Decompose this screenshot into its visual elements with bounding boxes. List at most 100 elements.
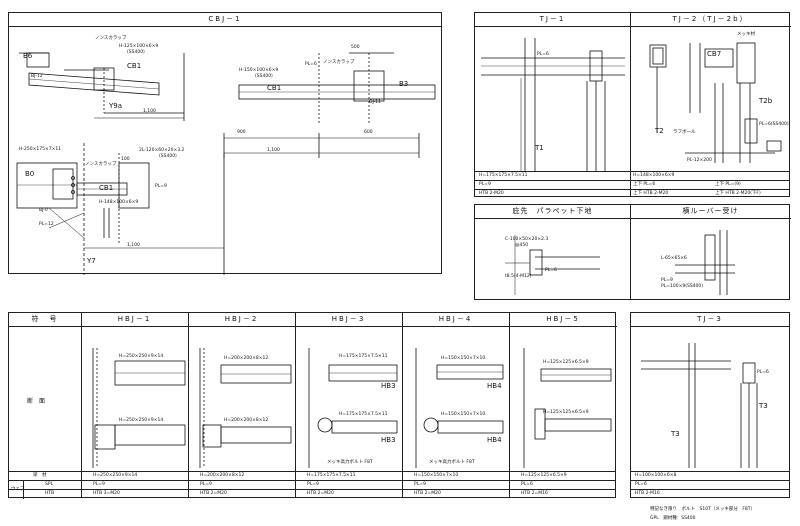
louver-label1: L-65×65×6 [661, 256, 687, 261]
eaves-label3: PL=6 [545, 268, 557, 273]
dim-1100-c: 1,100 [127, 243, 140, 248]
hbj1-spl: PL=9 [93, 482, 105, 487]
spec-h148: H-148×100×6×9 [99, 200, 139, 205]
footer-note-1: 特記なき限り ボルト S10T（メッキ部分 F8T） [650, 507, 756, 512]
eaves-louver-drawing [505, 230, 735, 295]
footer-note-2: GPL 鋼材種：SS400 [650, 516, 696, 521]
nonscale-1: ノンスカラップ [95, 36, 127, 41]
dim-500: 500 [351, 45, 360, 50]
tj12-rows-top [475, 171, 789, 172]
tj2-row3b: 上下 HTB 2-M20(下F) [715, 191, 761, 196]
hbj5-htb: HTB 2=M16 [521, 491, 548, 496]
nonscale-2: ノンスカラップ [323, 60, 355, 65]
tj3-row3: HTB 2-M16 [635, 491, 660, 496]
tj2-row3: 上下 HTB 2-M20 [633, 191, 669, 196]
tj12-drawing [481, 38, 782, 171]
dim-1100-a: 1,100 [143, 109, 156, 114]
hbj3-spl: PL=9 [307, 482, 319, 487]
tj1-row2: PL=9 [479, 182, 491, 187]
label-gj11: GJ-11 [369, 100, 382, 105]
spec-ss400-c: (SS400) [159, 154, 177, 159]
tj2-title: TJ－2（TJ－2b） [630, 13, 791, 27]
tj12-divider [630, 13, 631, 196]
tj1-row1: H=175×175×7.5×11 [479, 173, 528, 178]
hbj-table: 符 号 HBJ－1 HBJ－2 HBJ－3 HBJ－4 HBJ－5 断 面 梁 … [8, 312, 617, 499]
cbj1-panel: CBJ－1 [8, 12, 442, 275]
tj1-row3: HTB 2-M20 [479, 191, 504, 196]
hbj-col-5: HBJ－5 [509, 313, 617, 327]
louver-label3: PL=100×9(SS400) [661, 284, 704, 289]
dim-600: 600 [364, 130, 373, 135]
tj3-drawing [641, 343, 758, 468]
dim-100: 100 [121, 157, 130, 162]
tj2-row1: H=148×100×6×9 [633, 173, 675, 178]
tj2-t2: T2 [655, 127, 664, 135]
spec-ss400-b: (SS400) [255, 74, 273, 79]
tj2-cb7: CB7 [707, 50, 722, 58]
tj12-panel: TJ－1 TJ－2（TJ－2b） [474, 12, 791, 197]
label-bj0: BJ-0 [39, 208, 48, 213]
tj2-t2b: T2b [759, 97, 773, 105]
eaves-label4: t8.5(4-M12) [505, 274, 532, 279]
hbj2-member: H=200×200×8×12 [200, 473, 245, 478]
spec-pl6: PL=6 [305, 62, 317, 67]
hbj1-spec-bot: H=250×250×9×14 [119, 418, 164, 423]
eaves-label2: @450 [515, 243, 529, 248]
hbj-htb-label: HTB [45, 491, 55, 496]
cbj1-drawing [16, 52, 436, 275]
hbj4-spec-bot: H=150×150×7×10 [441, 412, 486, 417]
dim-900: 900 [237, 130, 246, 135]
hbj3-hb3-bot: HB3 [381, 436, 396, 444]
hbj3-spec-bot: H=175×175×7.5×11 [339, 412, 388, 417]
hbj4-member: H=150×150×7×10 [414, 473, 459, 478]
hbj-section-label: 断 面 [27, 398, 46, 405]
hbj5-spl: PL=6 [521, 482, 533, 487]
hbj1-htb: HTB 3=M20 [93, 491, 120, 496]
label-b6: B6 [23, 52, 33, 60]
tj3-title: TJ－3 [631, 313, 789, 327]
hbj1-member: H=250×250×9×14 [93, 473, 138, 478]
hbj4-hb4-top: HB4 [487, 382, 502, 390]
tj1-pl6: PL=6 [537, 52, 549, 57]
label-y9a: Y9a [109, 102, 123, 110]
louver-title: 横ルーバー受け [630, 205, 791, 219]
hbj4-hb4-bot: HB4 [487, 436, 502, 444]
hbj5-member: H=125×125×6.5×9 [521, 473, 567, 478]
dim-1100-b: 1,100 [267, 148, 280, 153]
tj2-note2: ラフボール [673, 130, 696, 135]
label-y7: Y7 [87, 257, 96, 265]
hbj2-spec-bot: H=200×200×8×12 [224, 418, 269, 423]
tj1-t1: T1 [535, 144, 544, 152]
label-bj12: BJ-12 [31, 74, 43, 79]
spec-h150: H-150×100×6×9 [239, 68, 279, 73]
label-cb1-right: CB1 [267, 84, 282, 92]
label-b0: B0 [25, 170, 35, 178]
tj3-t3-right: T3 [759, 402, 768, 410]
hbj2-spl: PL=9 [200, 482, 212, 487]
nonscale-3: ノンスカラップ [85, 162, 117, 167]
spec-h125: H-125×100×6×9 [119, 44, 159, 49]
hbj4-spl: PL=9 [414, 482, 426, 487]
hbj-spl-label: SPL [45, 482, 54, 487]
hbj3-note-bolt: メッキ高力ボルト F8T [327, 460, 373, 465]
label-cb1-top: CB1 [127, 62, 142, 70]
label-cb1-left: CB1 [99, 184, 114, 192]
tj3-panel: TJ－3 T3 T3 PL=6 H=100×100×6×8 PL=6 HTB 2… [630, 312, 790, 498]
hbj3-htb: HTB 2=M20 [307, 491, 334, 496]
hbj1-spec-top: H=250×250×9×14 [119, 354, 164, 359]
tj3-t3-left: T3 [671, 430, 680, 438]
tj3-pl6: PL=6 [757, 370, 769, 375]
tj2-note3: PL=6(SS400) [759, 122, 789, 127]
cbj1-title: CBJ－1 [9, 13, 441, 27]
tj3-row2: PL=6 [635, 482, 647, 487]
hbj5-spec-bot: H=125×125×6.5×9 [543, 410, 589, 415]
tj2-row2: 上下 PL=6 [633, 182, 656, 187]
hbj3-hb3-top: HB3 [381, 382, 396, 390]
label-b3: B3 [399, 80, 409, 88]
hbj-drawing [92, 348, 612, 468]
spec-2l: 2L-120×60×20×3.2 [139, 148, 185, 153]
eaves-louver-panel: 庇先 パラペット下地 横ルーバー受け C-100×50×20×2.3 @450 … [474, 204, 791, 300]
hbj2-htb: HTB 2=M20 [200, 491, 227, 496]
eaves-label1: C-100×50×20×2.3 [505, 237, 549, 242]
hbj2-spec-top: H=200×200×8×12 [224, 356, 269, 361]
